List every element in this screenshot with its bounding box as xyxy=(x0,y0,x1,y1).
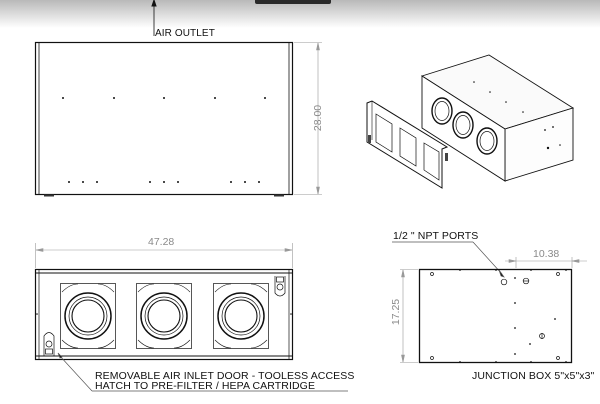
npt-ports-label: 1/2 " NPT PORTS xyxy=(393,230,479,242)
front-view xyxy=(34,268,294,361)
inlet-door-leader xyxy=(57,352,348,392)
fan-3 xyxy=(213,283,269,349)
dimension-28 xyxy=(294,42,322,195)
latch-right xyxy=(274,276,286,297)
inlet-door-label-line2: HATCH TO PRE-FILTER / HEPA CARTRIDGE xyxy=(95,380,316,392)
dimension-47-28 xyxy=(35,243,293,268)
side-view xyxy=(418,268,573,364)
fan-1 xyxy=(60,283,116,349)
isometric-view xyxy=(366,54,575,189)
dimension-17-25 xyxy=(400,269,418,363)
air-outlet-label: AIR OUTLET xyxy=(155,28,215,39)
top-gradient xyxy=(0,0,600,28)
top-view xyxy=(34,41,294,197)
latch-left xyxy=(43,332,55,356)
dimension-17-25-label: 17.25 xyxy=(390,298,402,326)
junction-box-label: JUNCTION BOX 5"x5"x3" xyxy=(472,370,595,382)
fan-2 xyxy=(136,283,192,349)
npt-leader xyxy=(392,241,505,278)
viewer-toolbar-tab[interactable] xyxy=(255,0,331,4)
air-outlet-leader xyxy=(151,0,157,36)
inlet-door-label-line1: REMOVABLE AIR INLET DOOR - TOOLESS ACCES… xyxy=(95,370,355,382)
dimension-10-38-label: 10.38 xyxy=(533,248,560,260)
dimension-47-28-label: 47.28 xyxy=(148,236,175,248)
dimension-28-label: 28.00 xyxy=(312,104,324,132)
dimension-10-38 xyxy=(505,257,587,268)
